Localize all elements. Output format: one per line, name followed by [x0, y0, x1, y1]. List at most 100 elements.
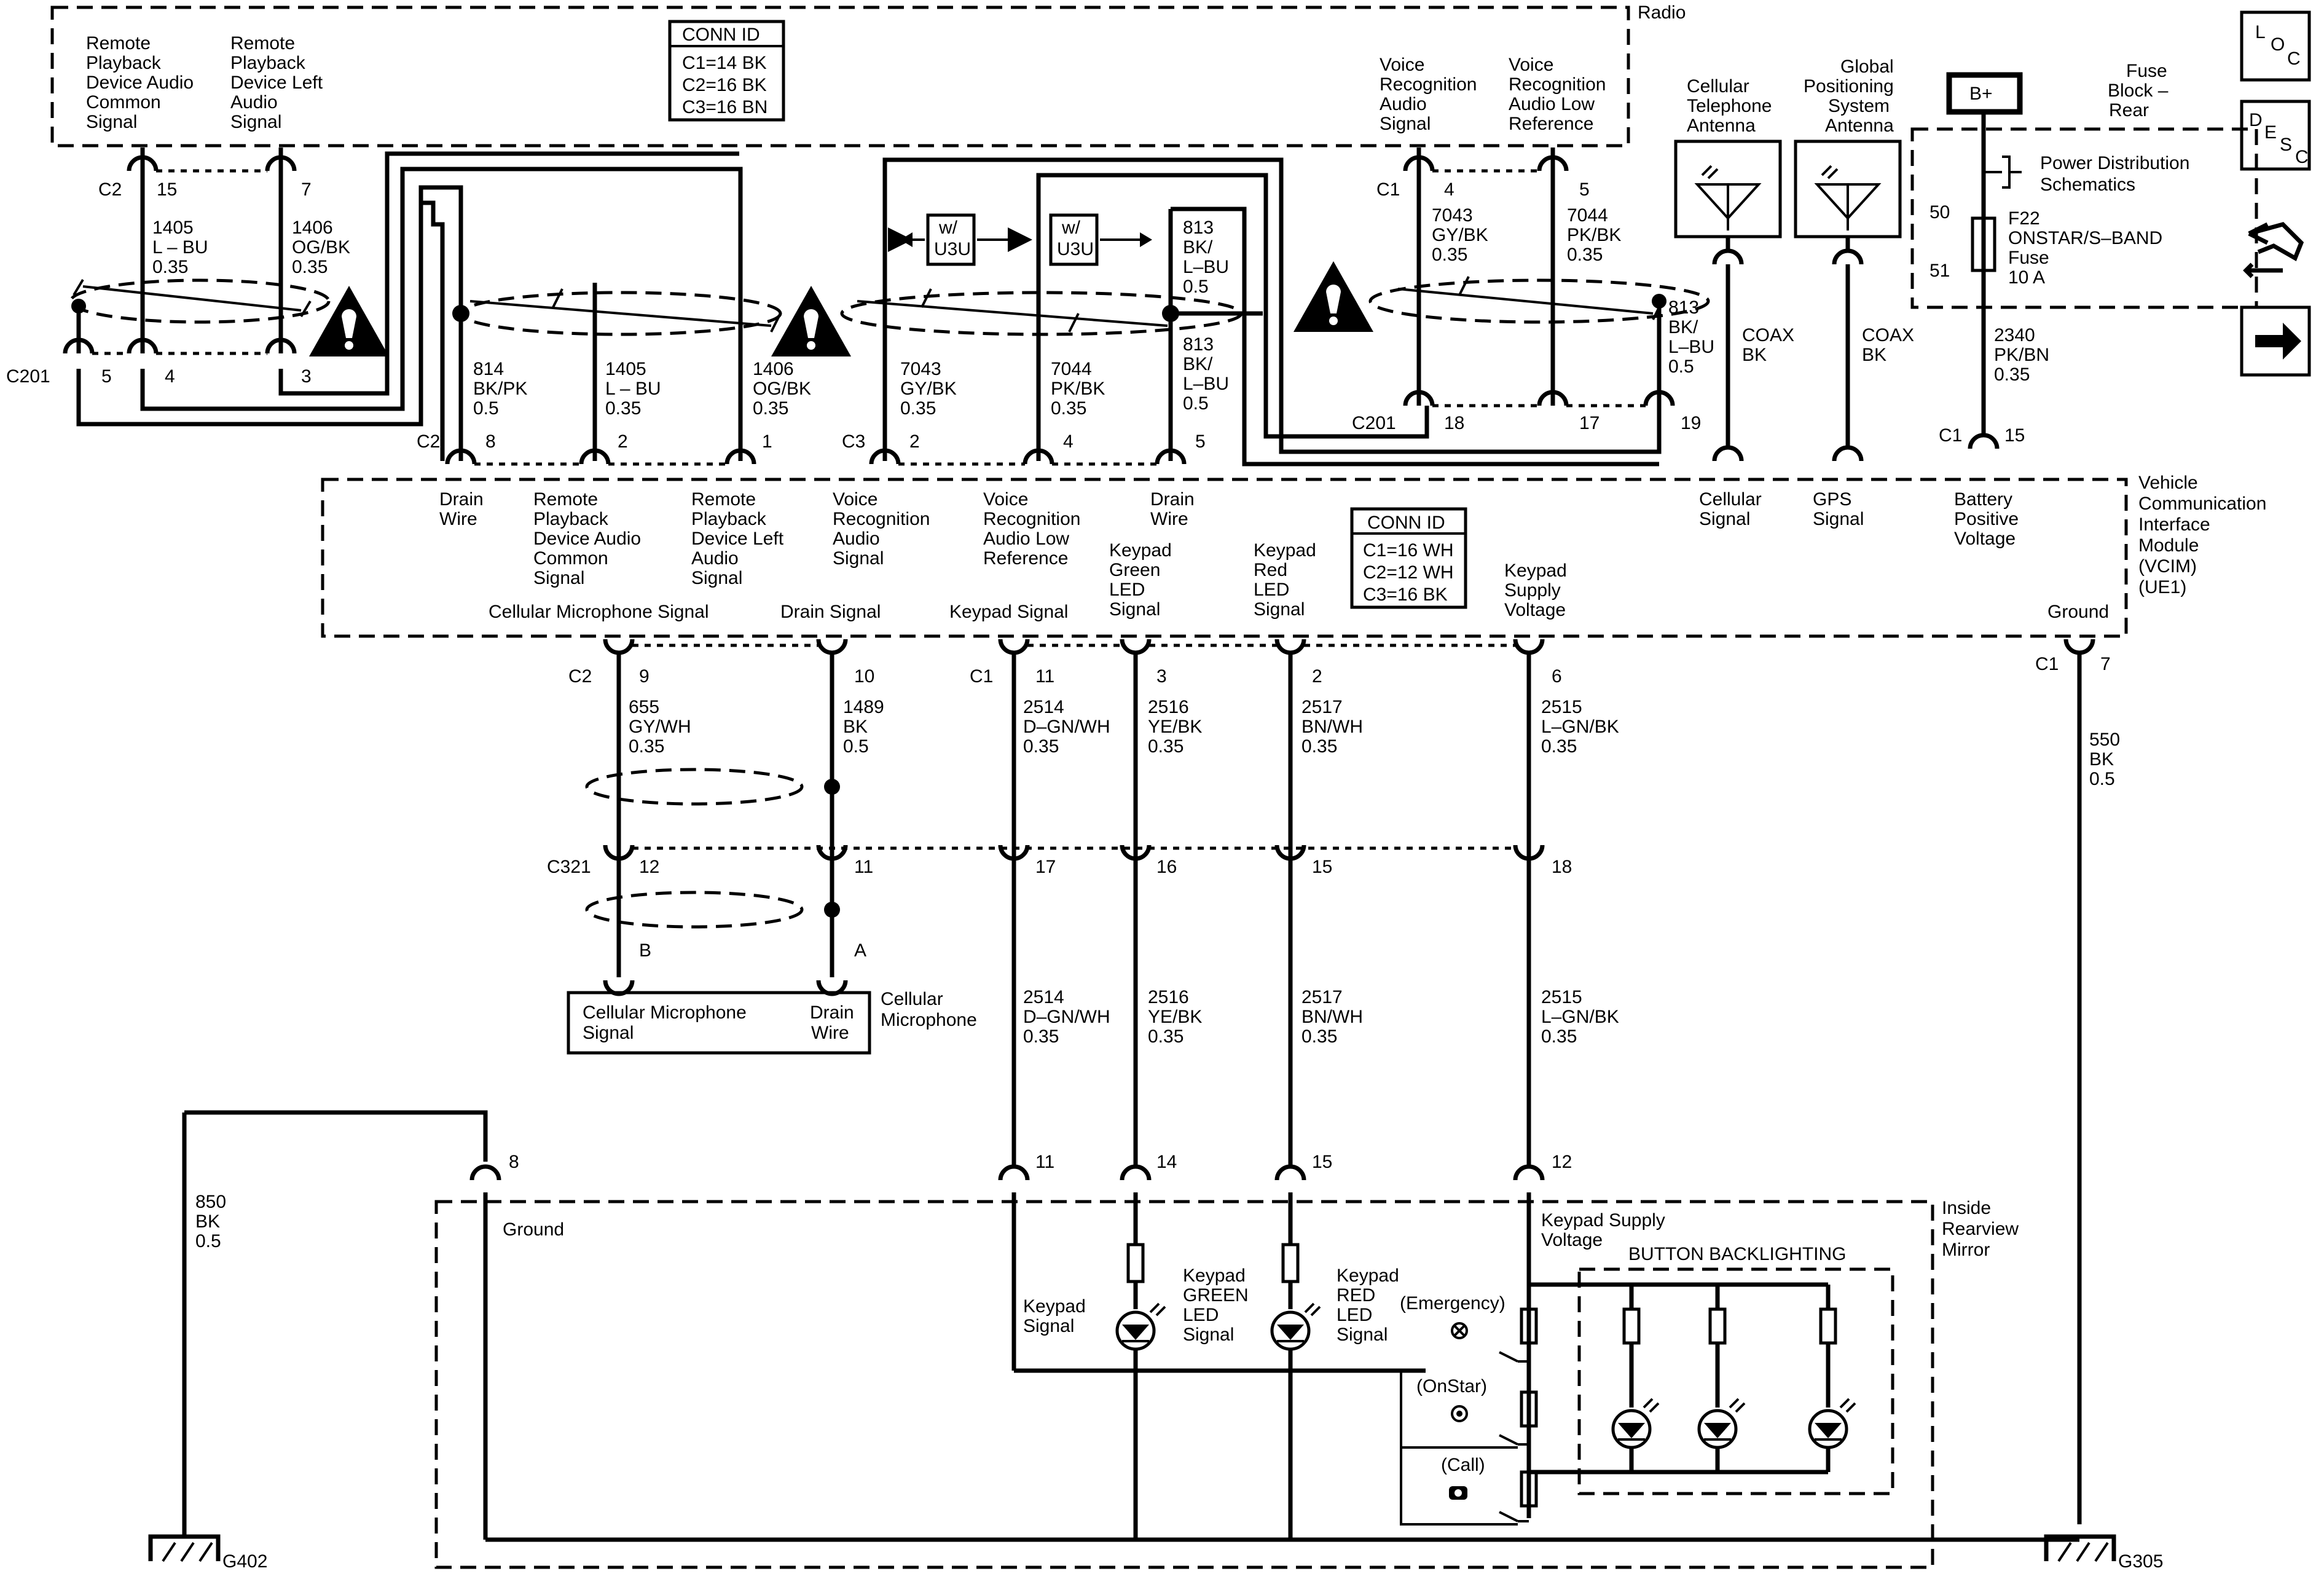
svg-text:Cellular Microphone: Cellular Microphone [583, 1002, 747, 1023]
svg-text:16: 16 [1156, 857, 1177, 877]
c201-right-connector: C201 18 17 19 [1352, 301, 1701, 433]
svg-text:1405 L – BU 0.35: 1405 L – BU 0.35 [605, 359, 666, 419]
gps-antenna: Global Positioning System Antenna COAX B… [1794, 57, 1919, 462]
svg-text:Cellular Microphone Signal: Cellular Microphone Signal [489, 602, 709, 622]
svg-text:8: 8 [509, 1152, 519, 1172]
c321-connector: C321 12 11 17 16 15 18 [547, 845, 1572, 877]
svg-text:COAX BK: COAX BK [1742, 325, 1799, 365]
svg-text:Voice Recognition: Voice Recognition Audio Signal [1380, 55, 1482, 134]
mirror-label: Inside Rearview Mirror [1942, 1198, 2024, 1260]
svg-text:C201: C201 [1352, 413, 1396, 433]
svg-text:C2: C2 [98, 179, 122, 200]
radio-signal-labels: Remote Playback Device Audio Common Sign… [86, 33, 1606, 134]
loc-button[interactable]: L O C [2240, 10, 2311, 82]
svg-text:Keypad Signal: Keypad Signal [1023, 1296, 1091, 1336]
svg-text:(OnStar): (OnStar) [1416, 1376, 1487, 1396]
svg-text:Keypad RED LED: Keypad RED LED Signal [1337, 1266, 1404, 1345]
svg-text:5: 5 [101, 366, 112, 387]
svg-text:1: 1 [762, 431, 772, 452]
emergency-button-icon [1451, 1322, 1468, 1339]
svg-text:14: 14 [1156, 1152, 1177, 1172]
svg-text:3: 3 [301, 366, 312, 387]
svg-text:(Call): (Call) [1441, 1455, 1485, 1475]
svg-text:CONN ID: CONN ID [1367, 513, 1445, 533]
svg-text:50: 50 [1929, 202, 1950, 222]
svg-text:Remote Playback De: Remote Playback Device Audio Common Sign… [86, 33, 198, 132]
svg-text:7043 GY/BK 0.35: 7043 GY/BK 0.35 [900, 359, 962, 419]
svg-text:Keypad GREEN LED: Keypad GREEN LED Signal [1183, 1266, 1254, 1345]
vcim-label: Vehicle Communication Interface Module (… [2138, 473, 2272, 597]
backlight-led [1611, 1285, 1660, 1472]
vcim-module: Vehicle Communication Interface Module (… [321, 473, 2272, 638]
svg-text:Keypad Supply Voltage: Keypad Supply Voltage [1541, 1210, 1670, 1250]
svg-text:Keypad Supply Volt: Keypad Supply Voltage [1504, 561, 1572, 620]
svg-text:51: 51 [1929, 261, 1950, 281]
svg-text:1405 L – BU 0.35: 1405 L – BU 0.35 [152, 218, 213, 277]
svg-text:C1: C1 [2035, 654, 2059, 674]
svg-text:12: 12 [1552, 1152, 1572, 1172]
shield-vcim-c2: 814 BK/PK 0.5 1405 L – BU 0.35 1406 OG/B… [459, 286, 851, 419]
mirror-internal: Ground Keypad Signal Keypad GREEN LED Si… [483, 1192, 2079, 1542]
svg-text:C2: C2 [417, 431, 440, 452]
svg-text:Voice Recognition: Voice Recognition Audio Signal [833, 489, 935, 569]
call-button-icon [1449, 1486, 1467, 1500]
svg-text:Ground: Ground [2047, 602, 2109, 622]
svg-text:w/: w/ [1061, 218, 1081, 238]
svg-text:6: 6 [1552, 666, 1562, 687]
svg-text:15: 15 [157, 179, 177, 200]
svg-text:Cellular Signal: Cellular Signal [1699, 489, 1767, 529]
svg-text:Remote Playback De: Remote Playback Device Left Audio Signal [230, 33, 328, 132]
caution-icon [771, 286, 851, 356]
connector-wrench-icon[interactable] [2243, 222, 2304, 278]
svg-text:C201: C201 [6, 366, 50, 387]
svg-text:B+: B+ [1969, 84, 1993, 104]
wire-run-c201-to-vcim-c2 [76, 151, 743, 461]
radio-connector-pins: C2 15 7 C1 4 5 [98, 155, 1590, 200]
radio-module: Radio [50, 2, 1686, 148]
svg-text:G402: G402 [222, 1551, 267, 1572]
desc-button[interactable]: D E S C [2240, 100, 2311, 171]
svg-text:5: 5 [1195, 431, 1206, 452]
svg-text:Drain Signal: Drain Signal [780, 602, 881, 622]
mic-shields [585, 768, 840, 929]
svg-text:813 BK/ L–BU: 813 BK/ L–BU 0.5 [1183, 218, 1234, 297]
svg-text:C1: C1 [970, 666, 993, 687]
svg-text:17: 17 [1579, 413, 1600, 433]
svg-text:GPS Signal: GPS Signal [1813, 489, 1864, 529]
svg-text:D: D [2249, 110, 2263, 130]
svg-text:Cellular Telephone: Cellular Telephone Antenna [1687, 76, 1777, 136]
cellular-antenna: Cellular Telephone Antenna COAX BK [1674, 76, 1799, 462]
svg-text:7044 PK/BK 0.35: 7044 PK/BK 0.35 [1051, 359, 1110, 419]
svg-text:15: 15 [2004, 425, 2025, 446]
svg-text:4: 4 [1063, 431, 1074, 452]
antenna-icon [1694, 165, 1762, 230]
radio-conn-id: CONN ID C1=14 BK C2=16 BK C3=16 BN [668, 20, 785, 122]
svg-text:CONN ID: CONN ID [682, 25, 760, 45]
vcim-signal-labels: Drain Wire Remote Playback Device Audio … [439, 489, 2109, 622]
svg-text:C3=16 BN: C3=16 BN [682, 97, 767, 117]
svg-text:C3=16 BK: C3=16 BK [1363, 585, 1448, 605]
svg-text:O: O [2271, 34, 2285, 55]
svg-text:Signal: Signal [583, 1023, 634, 1043]
svg-text:C: C [2287, 49, 2301, 69]
svg-text:C: C [2295, 147, 2309, 167]
svg-text:Fuse Block – Rear: Fuse Block – Rear [2108, 61, 2173, 120]
svg-text:11: 11 [1035, 1152, 1054, 1172]
next-arrow-button[interactable] [2240, 305, 2311, 377]
svg-text:C1: C1 [1939, 425, 1962, 446]
svg-text:B: B [639, 940, 651, 961]
svg-text:Drain: Drain [810, 1002, 854, 1023]
onstar-button-icon [1451, 1405, 1468, 1422]
svg-text:813 BK/ L–BU: 813 BK/ L–BU 0.5 [1668, 297, 1719, 377]
antenna-icon [1814, 165, 1882, 230]
svg-text:COAX BK: COAX BK [1862, 325, 1919, 365]
svg-text:18: 18 [1552, 857, 1572, 877]
svg-text:Keypad Green LED: Keypad Green LED Signal [1109, 540, 1177, 620]
svg-text:Voice Recognition: Voice Recognition Audio Low Reference [983, 489, 1086, 569]
svg-text:Wire: Wire [811, 1023, 849, 1043]
mirror-module: Inside Rearview Mirror [434, 1198, 2024, 1569]
